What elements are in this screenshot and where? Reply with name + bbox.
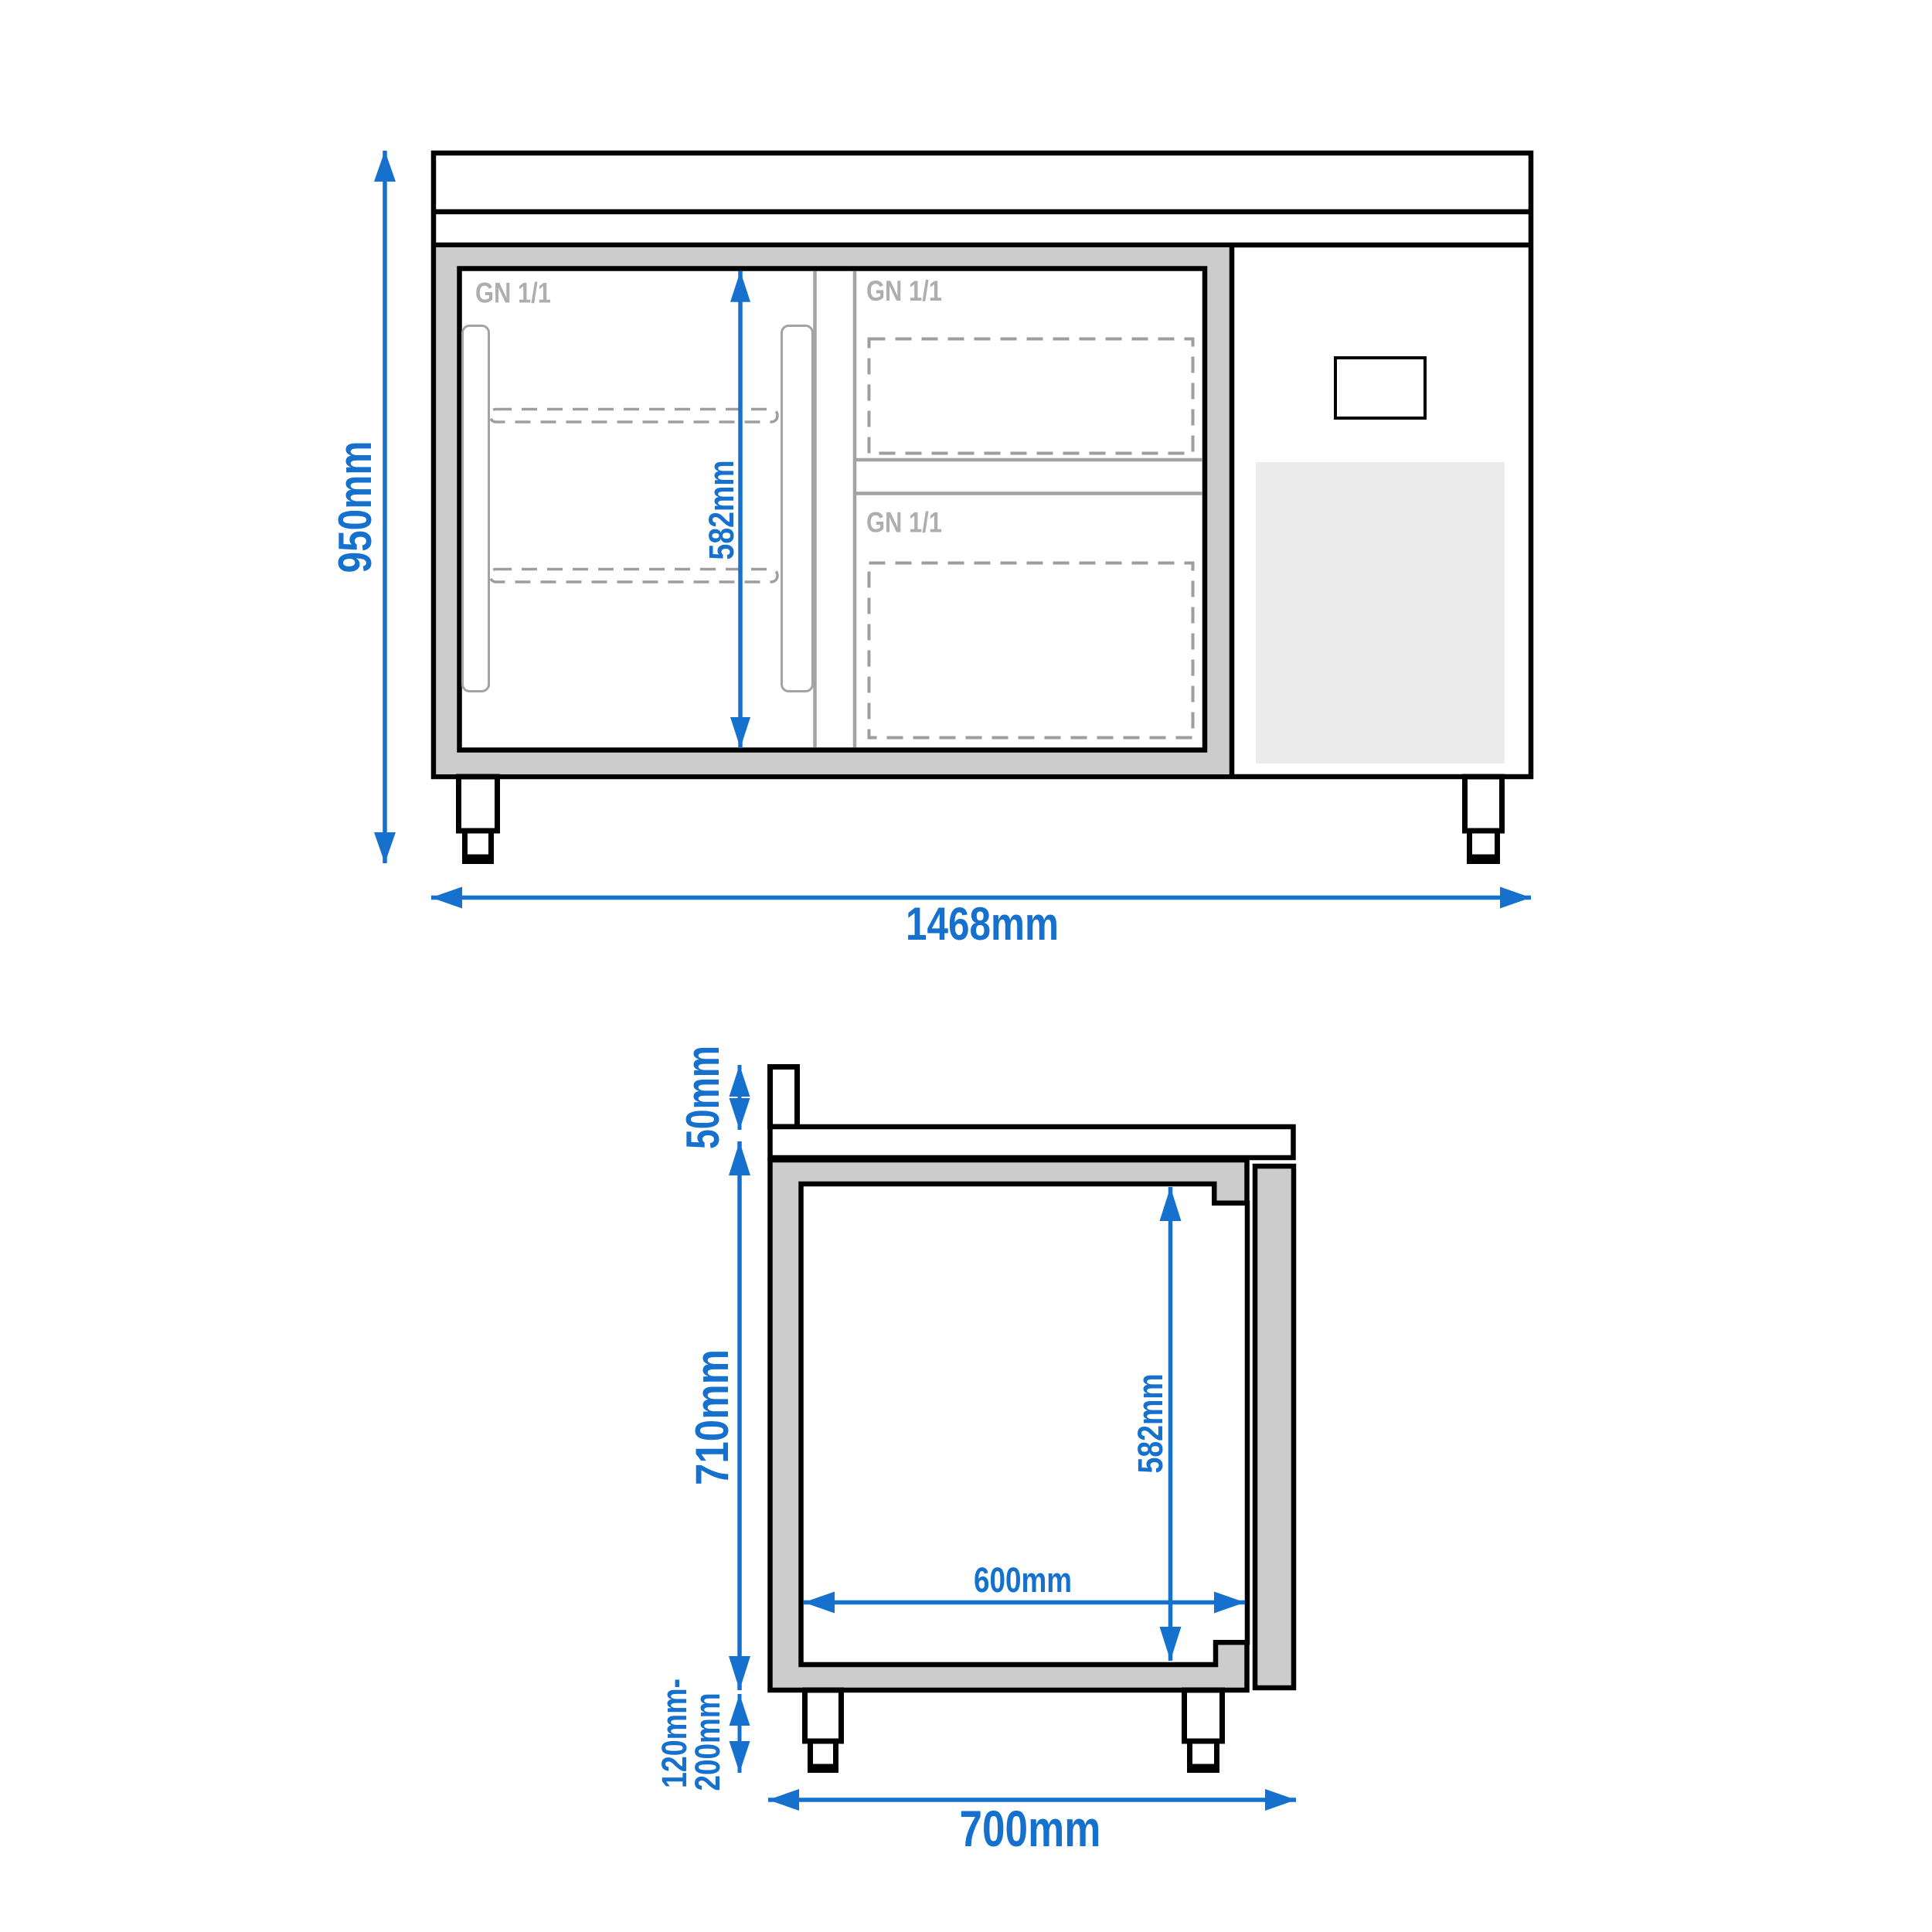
svg-text:50mm: 50mm	[677, 1046, 729, 1149]
svg-text:GN 1/1: GN 1/1	[475, 277, 551, 309]
svg-text:582mm: 582mm	[702, 461, 741, 560]
svg-text:710mm: 710mm	[686, 1349, 738, 1485]
svg-text:GN 1/1: GN 1/1	[866, 507, 942, 539]
svg-text:600mm: 600mm	[974, 1560, 1072, 1600]
svg-text:120mm-: 120mm-	[655, 1679, 694, 1788]
svg-text:700mm: 700mm	[960, 1800, 1101, 1857]
svg-text:GN 1/1: GN 1/1	[866, 275, 942, 307]
svg-text:200mm: 200mm	[688, 1693, 727, 1791]
svg-text:1468mm: 1468mm	[906, 898, 1059, 950]
svg-text:582mm: 582mm	[1131, 1374, 1170, 1474]
svg-text:950mm: 950mm	[329, 441, 381, 573]
